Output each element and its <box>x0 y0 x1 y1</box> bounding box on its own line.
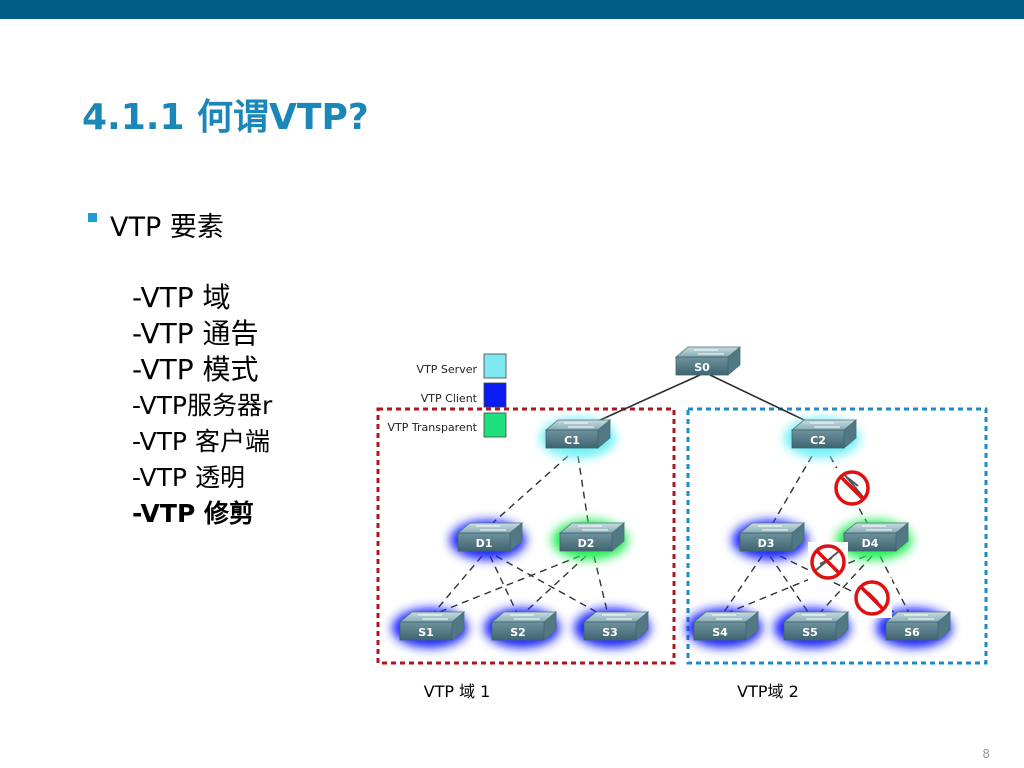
list-item-client: -VTP 客户端 <box>132 427 270 456</box>
legend-swatch-transparent <box>483 412 507 438</box>
list-item-server: -VTP服务器r <box>132 391 273 420</box>
list-item-domain: -VTP 域 <box>132 281 231 314</box>
vtp-topology-diagram: S0 C1 C2 D1 D2 D3 D4 S1 S2 S3 S4 S5 S6 <box>376 346 988 701</box>
switch-s5-label: S5 <box>802 626 818 639</box>
switch-s4: S4 <box>693 611 759 641</box>
vtp-domain-2-frame <box>686 407 988 665</box>
switch-s2-label: S2 <box>510 626 526 639</box>
switch-s6: S6 <box>885 611 951 641</box>
legend-label-server: VTP Server <box>417 363 478 376</box>
vtp-domain-1-frame <box>376 407 676 665</box>
switch-s0: S0 <box>675 346 741 376</box>
prohibit-icon <box>832 468 872 508</box>
prohibit-icon <box>808 542 848 582</box>
top-banner <box>0 0 1024 19</box>
switch-s1-label: S1 <box>418 626 434 639</box>
list-item-mode: -VTP 模式 <box>132 353 259 386</box>
switch-s4-label: S4 <box>712 626 728 639</box>
switch-d3: D3 <box>739 522 805 552</box>
switch-s3: S3 <box>583 611 649 641</box>
switch-s5: S5 <box>783 611 849 641</box>
switch-d4-label: D4 <box>862 537 879 550</box>
list-item-pruning: -VTP 修剪 <box>132 499 254 528</box>
switch-c1-label: C1 <box>564 434 580 447</box>
legend-swatch-client <box>483 382 507 408</box>
switch-c2-label: C2 <box>810 434 826 447</box>
page-number: 8 <box>982 747 990 761</box>
switch-s1: S1 <box>399 611 465 641</box>
vtp-elements-list: -VTP 域 -VTP 通告 -VTP 模式 -VTP服务器r -VTP 客户端… <box>132 280 272 532</box>
switch-d2-label: D2 <box>578 537 595 550</box>
slide-title: 4.1.1 何谓VTP? <box>82 97 369 138</box>
switch-s0-label: S0 <box>694 361 710 374</box>
switch-d3-label: D3 <box>758 537 775 550</box>
domain-2-label: VTP域 2 <box>737 682 799 701</box>
legend-label-client: VTP Client <box>421 392 478 405</box>
legend: VTP Server VTP Client VTP Transparent <box>388 353 507 438</box>
list-item-advertisement: -VTP 通告 <box>132 317 259 350</box>
switch-s2: S2 <box>491 611 557 641</box>
switch-s3-label: S3 <box>602 626 618 639</box>
switch-d1-label: D1 <box>476 537 493 550</box>
switch-c2: C2 <box>791 419 857 449</box>
list-item-transparent: -VTP 透明 <box>132 463 245 492</box>
bullet-square-icon <box>88 213 97 222</box>
switch-d4: D4 <box>843 522 909 552</box>
legend-label-transparent: VTP Transparent <box>388 421 478 434</box>
switch-c1: C1 <box>545 419 611 449</box>
domain-1-label: VTP 域 1 <box>424 682 491 701</box>
switch-s6-label: S6 <box>904 626 920 639</box>
prohibit-icon <box>852 578 892 618</box>
switch-d2: D2 <box>559 522 625 552</box>
switch-d1: D1 <box>457 522 523 552</box>
legend-swatch-server <box>483 353 507 379</box>
bullet-heading: VTP 要素 <box>110 212 224 243</box>
